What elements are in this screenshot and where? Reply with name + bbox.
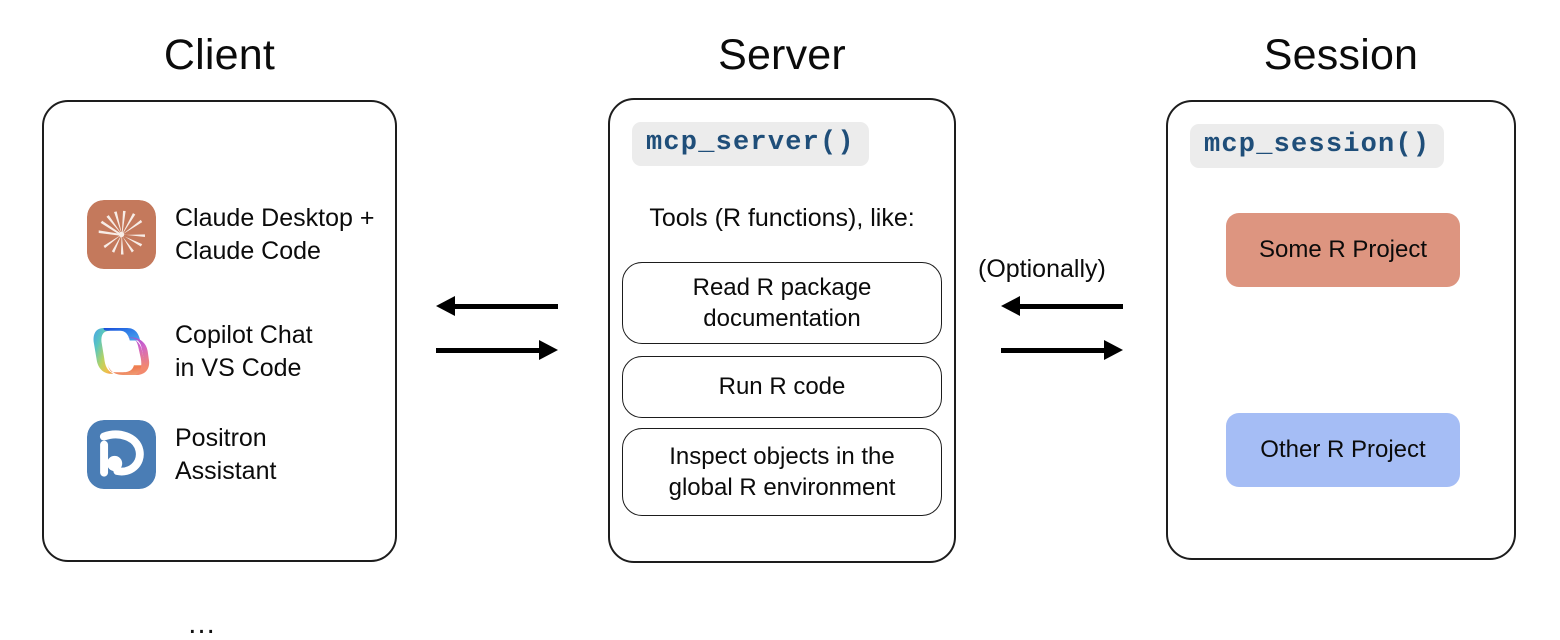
tool-box: Inspect objects in the global R environm… [622, 428, 942, 516]
column-heading-session: Session [1263, 31, 1419, 79]
server-tools-caption: Tools (R functions), like: [649, 204, 915, 232]
client-app-label: Copilot Chat in VS Code [175, 320, 313, 382]
claude-icon [87, 200, 156, 269]
arrowhead [1104, 340, 1123, 360]
column-heading-server: Server [718, 31, 846, 79]
arrow-right-icon [436, 334, 558, 368]
tool-box: Run R code [622, 356, 942, 418]
client-server-connector [436, 290, 558, 368]
client-more-ellipsis: … [187, 608, 218, 640]
project-box: Some R Project [1226, 213, 1460, 287]
client-app-row-claude: Claude Desktop + Claude Code [87, 200, 374, 269]
client-app-row-copilot: Copilot Chat in VS Code [87, 317, 313, 386]
mcp-server-code-chip: mcp_server() [632, 122, 869, 167]
arrow-shaft [436, 348, 541, 353]
arrow-left-icon [1001, 290, 1123, 324]
server-session-connector [1001, 290, 1123, 368]
column-heading-client: Client [163, 31, 276, 79]
positron-icon [87, 420, 156, 489]
session-panel: mcp_session() Some R Project Other R Pro… [1166, 100, 1516, 560]
mcp-session-code-chip: mcp_session() [1190, 124, 1445, 169]
client-panel: Claude Desktop + Claude Code [42, 100, 397, 639]
project-box: Other R Project [1226, 413, 1460, 487]
arrow-shaft [453, 304, 558, 309]
client-app-label: Claude Desktop + Claude Code [175, 203, 375, 265]
arrow-shaft [1018, 304, 1123, 309]
arrowhead [1001, 296, 1020, 316]
tool-box: Read R package documentation [622, 262, 942, 344]
client-app-row-positron: Positron Assistant [87, 420, 276, 489]
arrow-left-icon [436, 290, 558, 324]
copilot-icon [87, 317, 156, 386]
arrowhead [436, 296, 455, 316]
arrow-shaft [1001, 348, 1106, 353]
arrowhead [539, 340, 558, 360]
optionally-label: (Optionally) [978, 255, 1106, 283]
server-panel: mcp_server() Tools (R functions), like: … [608, 98, 956, 563]
client-app-label: Positron Assistant [175, 423, 277, 485]
arrow-right-icon [1001, 334, 1123, 368]
